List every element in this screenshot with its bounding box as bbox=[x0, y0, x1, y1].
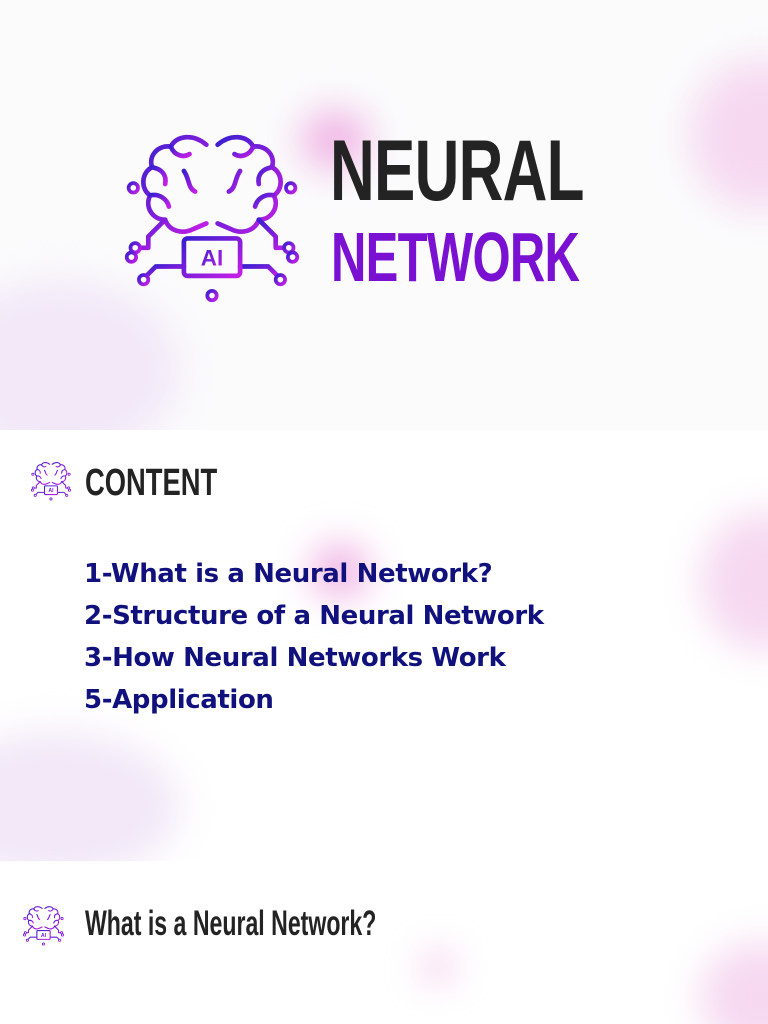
title-line-1: NEURAL bbox=[330, 123, 584, 219]
table-of-contents: 1-What is a Neural Network? 2-Structure … bbox=[84, 553, 544, 721]
logo-chip-text: AI bbox=[201, 246, 223, 271]
title-slide: AI NEURAL NETWORK bbox=[0, 0, 768, 431]
section-heading: What is a Neural Network? bbox=[85, 904, 377, 943]
toc-item: 5-Application bbox=[84, 685, 274, 715]
brain-circuit-ai-icon: AI bbox=[23, 906, 64, 946]
section-slide: AI What is a Neural Network? bbox=[0, 862, 768, 1024]
svg-text:AI: AI bbox=[48, 488, 54, 494]
decorative-blob bbox=[424, 954, 452, 980]
decorative-blob bbox=[700, 511, 768, 651]
svg-text:AI: AI bbox=[41, 933, 47, 939]
content-heading: CONTENT bbox=[85, 462, 218, 504]
decorative-blob bbox=[700, 942, 768, 1024]
brain-circuit-ai-icon: AI bbox=[31, 462, 71, 501]
decorative-blob bbox=[300, 110, 370, 170]
brain-circuit-ai-icon: AI bbox=[124, 126, 300, 303]
toc-item: 3-How Neural Networks Work bbox=[84, 643, 506, 673]
content-slide: AI CONTENT 1-What is a Neural Network? 2… bbox=[0, 431, 768, 862]
title-line-2: NETWORK bbox=[331, 218, 580, 296]
toc-item: 2-Structure of a Neural Network bbox=[84, 601, 544, 631]
decorative-blob bbox=[690, 60, 768, 210]
toc-item: 1-What is a Neural Network? bbox=[84, 559, 493, 589]
decorative-blob bbox=[310, 543, 370, 599]
decorative-blob bbox=[0, 731, 180, 862]
